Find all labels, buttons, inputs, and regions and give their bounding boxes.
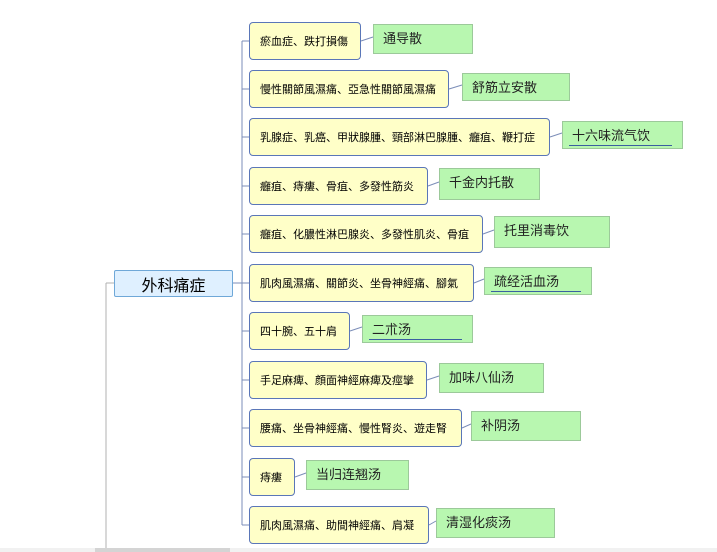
condition-label: 慢性關節風濕痛、亞急性關節風濕痛 — [260, 83, 436, 96]
remedy-node[interactable]: 二朮汤 — [362, 315, 473, 343]
condition-node[interactable]: 手足麻痺、顔面神經麻痺及痙攣 — [249, 361, 427, 399]
remedy-connector — [549, 132, 563, 138]
condition-node[interactable]: 痔瘻 — [249, 458, 295, 496]
condition-label: 肌肉風濕痛、關節炎、坐骨神經痛、腳氣 — [260, 277, 458, 290]
condition-label: 痔瘻 — [260, 471, 282, 484]
remedy-label: 补阴汤 — [481, 419, 521, 434]
remedy-node[interactable]: 补阴汤 — [471, 411, 581, 441]
remedy-node[interactable]: 托里消毒饮 — [494, 216, 610, 248]
condition-node[interactable]: 四十腕、五十肩 — [249, 312, 350, 350]
condition-node[interactable]: 癰疽、化膿性淋巴腺炎、多發性肌炎、骨疽 — [249, 215, 483, 253]
condition-node[interactable]: 癰疽、痔瘻、骨疽、多發性筋炎 — [249, 167, 428, 205]
remedy-node[interactable]: 当归连翘汤 — [306, 460, 409, 490]
remedy-underline — [491, 291, 581, 292]
remedy-connector — [427, 181, 440, 187]
horizontal-scrollbar[interactable] — [0, 548, 717, 552]
condition-node[interactable]: 瘀血症、跌打損傷 — [249, 22, 361, 60]
remedy-label: 十六味流气饮 — [572, 129, 651, 144]
remedy-connector — [294, 472, 307, 478]
remedy-connector — [482, 229, 495, 235]
remedy-label: 舒筋立安散 — [472, 81, 538, 96]
remedy-node[interactable]: 千金内托散 — [439, 168, 540, 200]
remedy-node[interactable]: 舒筋立安散 — [462, 73, 570, 101]
remedy-label: 加味八仙汤 — [449, 371, 515, 386]
remedy-node[interactable]: 通导散 — [373, 24, 473, 54]
remedy-connector — [349, 326, 363, 332]
condition-node[interactable]: 腰痛、坐骨神經痛、慢性腎炎、遊走腎 — [249, 409, 462, 447]
remedy-node[interactable]: 加味八仙汤 — [439, 363, 544, 393]
condition-label: 乳腺症、乳癌、甲狀腺腫、頸部淋巴腺腫、癰疽、鞭打症 — [260, 131, 535, 144]
remedy-underline — [369, 339, 462, 340]
condition-node[interactable]: 乳腺症、乳癌、甲狀腺腫、頸部淋巴腺腫、癰疽、鞭打症 — [249, 118, 550, 156]
remedy-label: 二朮汤 — [372, 323, 412, 338]
condition-node[interactable]: 肌肉風濕痛、關節炎、坐骨神經痛、腳氣 — [249, 264, 474, 302]
remedy-connector — [461, 423, 472, 429]
remedy-label: 通导散 — [383, 32, 423, 47]
remedy-node[interactable]: 十六味流气饮 — [562, 121, 683, 149]
condition-node[interactable]: 慢性關節風濕痛、亞急性關節風濕痛 — [249, 70, 449, 108]
remedy-label: 千金内托散 — [449, 176, 515, 191]
remedy-connector — [360, 36, 374, 42]
remedy-node[interactable]: 疏经活血汤 — [484, 267, 592, 295]
remedy-underline — [569, 145, 672, 146]
remedy-connector — [426, 375, 440, 381]
condition-label: 肌肉風濕痛、助間神經痛、肩凝 — [260, 519, 414, 532]
remedy-connector — [473, 278, 485, 284]
scrollbar-thumb[interactable] — [95, 548, 230, 552]
remedy-node[interactable]: 清湿化痰汤 — [436, 508, 555, 538]
condition-label: 腰痛、坐骨神經痛、慢性腎炎、遊走腎 — [260, 422, 447, 435]
root-node[interactable]: 外科痛症 — [114, 270, 233, 297]
condition-label: 癰疽、痔瘻、骨疽、多發性筋炎 — [260, 180, 414, 193]
condition-label: 癰疽、化膿性淋巴腺炎、多發性肌炎、骨疽 — [260, 228, 469, 241]
remedy-label: 托里消毒饮 — [504, 224, 570, 239]
root-label: 外科痛症 — [141, 275, 206, 295]
remedy-label: 清湿化痰汤 — [446, 516, 512, 531]
condition-label: 瘀血症、跌打損傷 — [260, 35, 348, 48]
remedy-label: 当归连翘汤 — [316, 468, 382, 483]
condition-label: 手足麻痺、顔面神經麻痺及痙攣 — [260, 374, 414, 387]
remedy-label: 疏经活血汤 — [494, 275, 560, 290]
condition-node[interactable]: 肌肉風濕痛、助間神經痛、肩凝 — [249, 506, 429, 544]
remedy-connector — [448, 84, 463, 90]
condition-label: 四十腕、五十肩 — [260, 325, 337, 338]
remedy-connector — [428, 520, 437, 526]
